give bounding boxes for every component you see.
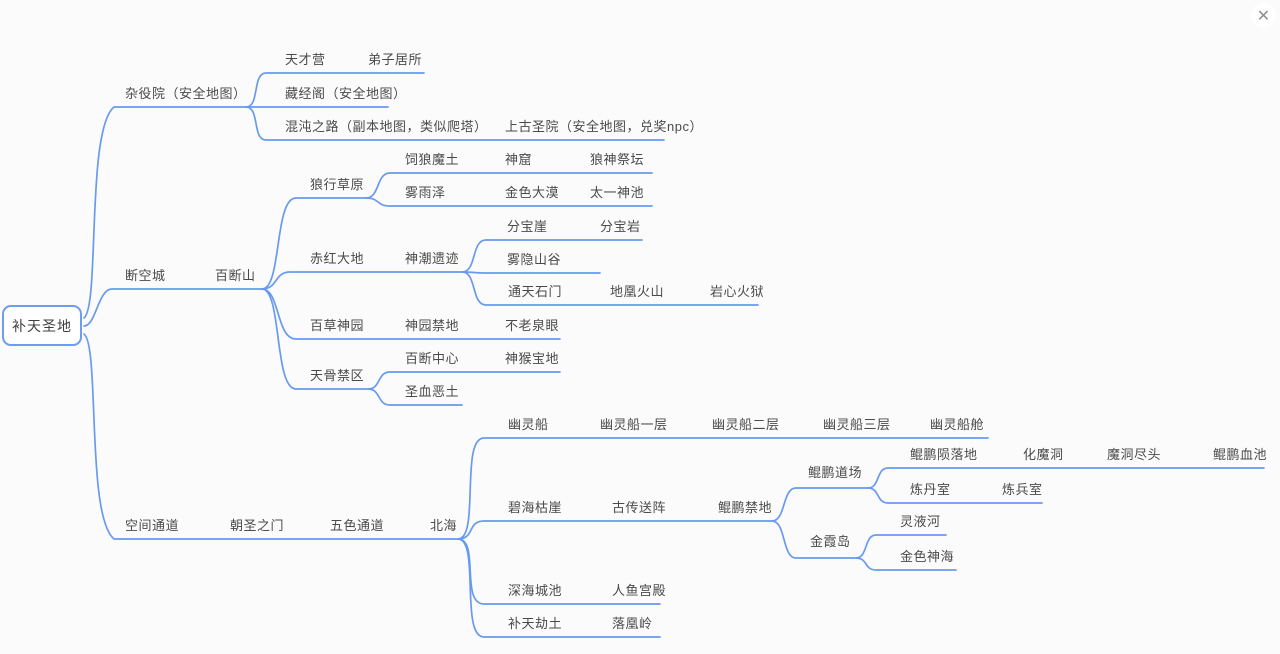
topic-youlingchuanerceng[interactable]: 幽灵船二层	[712, 417, 780, 432]
close-button[interactable]: ✕	[1251, 3, 1276, 28]
topic-shanggushengyuan[interactable]: 上古圣院（安全地图，兑奖npc）	[505, 119, 703, 134]
topic-huamodong[interactable]: 化魔洞	[1023, 447, 1064, 462]
topic-fenbaoyan[interactable]: 分宝岩	[600, 219, 641, 234]
topic-liandanshi[interactable]: 炼丹室	[910, 482, 951, 497]
topic-kongjiantongdao[interactable]: 空间通道	[125, 518, 180, 533]
topic-shenhoubaodi[interactable]: 神猴宝地	[505, 351, 560, 366]
topic-dizijusuo[interactable]: 弟子居所	[368, 52, 423, 67]
topic-modongjintou[interactable]: 魔洞尽头	[1107, 447, 1162, 462]
topic-kunpengdaochang[interactable]: 鲲鹏道场	[808, 465, 863, 480]
close-icon: ✕	[1256, 7, 1271, 25]
topic-shengxueetu[interactable]: 圣血恶土	[405, 384, 460, 399]
topic-dihuanghuoshan[interactable]: 地凰火山	[610, 284, 665, 299]
topic-kunpengjindi[interactable]: 鲲鹏禁地	[718, 500, 773, 515]
topic-lingyehe[interactable]: 灵液河	[900, 514, 941, 529]
topic-duankongcheng[interactable]: 断空城	[125, 268, 166, 283]
topic-bihaikuya[interactable]: 碧海枯崖	[508, 500, 563, 515]
topic-lianbingshi[interactable]: 炼兵室	[1002, 482, 1043, 497]
topic-renyugongdian[interactable]: 人鱼宫殿	[612, 583, 667, 598]
topic-beihai[interactable]: 北海	[430, 518, 458, 533]
root-topic[interactable]: 补天圣地	[2, 305, 82, 346]
topic-baiduanzhongxin[interactable]: 百断中心	[405, 351, 460, 366]
topic-zayiyuan[interactable]: 杂役院（安全地图）	[125, 86, 247, 101]
topic-wuyinshangu[interactable]: 雾隐山谷	[507, 252, 562, 267]
topic-fenbaoya[interactable]: 分宝崖	[507, 219, 548, 234]
topic-shenhaichengchi[interactable]: 深海城池	[508, 583, 563, 598]
topic-jinsedamo[interactable]: 金色大漠	[505, 185, 560, 200]
topic-youlingchuancang[interactable]: 幽灵船舱	[930, 417, 985, 432]
topic-youlingchuanyiceng[interactable]: 幽灵船一层	[600, 417, 668, 432]
topic-yanxinhuoyu[interactable]: 岩心火狱	[710, 284, 765, 299]
topic-taiyishenchi[interactable]: 太一神池	[590, 185, 645, 200]
topic-butianjietu[interactable]: 补天劫土	[508, 616, 563, 631]
topic-tiancaiying[interactable]: 天才营	[285, 52, 326, 67]
topic-kunpengyunluodi[interactable]: 鲲鹏陨落地	[910, 447, 978, 462]
topic-guchuansongzhen[interactable]: 古传送阵	[612, 500, 667, 515]
topic-luohuangling[interactable]: 落凰岭	[612, 616, 653, 631]
topic-tongtianshimen[interactable]: 通天石门	[508, 284, 563, 299]
topic-chaoshengzhimen[interactable]: 朝圣之门	[230, 518, 285, 533]
topic-youlingchuansanceng[interactable]: 幽灵船三层	[823, 417, 891, 432]
topic-wuyuze[interactable]: 雾雨泽	[405, 185, 446, 200]
topic-chihongdadi[interactable]: 赤红大地	[310, 251, 365, 266]
topic-tiangujinqu[interactable]: 天骨禁区	[310, 368, 365, 383]
topic-cangjingge[interactable]: 藏经阁（安全地图）	[285, 86, 407, 101]
topic-shenku[interactable]: 神窟	[505, 152, 533, 167]
topic-shenyuanjindi[interactable]: 神园禁地	[405, 318, 460, 333]
topic-shenchaoyiji[interactable]: 神潮遗迹	[405, 251, 460, 266]
topic-jinxiadao[interactable]: 金霞岛	[810, 534, 851, 549]
topic-baicaoshenyuan[interactable]: 百草神园	[310, 318, 365, 333]
topic-hundunzhilu[interactable]: 混沌之路（副本地图，类似爬塔）	[285, 119, 488, 134]
topic-langxingcaoyuan[interactable]: 狼行草原	[310, 177, 365, 192]
topic-bulaoquanyan[interactable]: 不老泉眼	[505, 318, 560, 333]
topic-silangmotu[interactable]: 饲狼魔土	[405, 152, 460, 167]
topic-wusetongdao[interactable]: 五色通道	[330, 518, 385, 533]
topic-baiduanshan[interactable]: 百断山	[215, 268, 256, 283]
topic-jinseshenhai[interactable]: 金色神海	[900, 549, 955, 564]
topic-kunpengxuechi[interactable]: 鲲鹏血池	[1213, 447, 1268, 462]
topic-youlingchuan[interactable]: 幽灵船	[508, 417, 549, 432]
topic-langshenjitan[interactable]: 狼神祭坛	[590, 152, 645, 167]
